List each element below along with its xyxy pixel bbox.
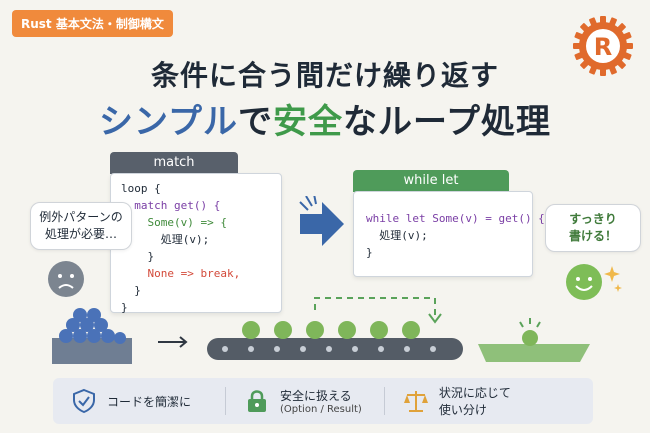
title-line-1: 条件に合う間だけ繰り返す	[150, 59, 499, 92]
feature-label: コードを簡潔に	[107, 394, 192, 409]
code-line: None => break,	[121, 267, 241, 280]
title-line-2: シンプルで安全なループ処理	[0, 94, 650, 143]
title-part-simple: シンプル	[99, 102, 238, 142]
divider	[225, 387, 227, 415]
code-line: while let Some(v) = get() {	[366, 212, 545, 225]
bubble-line: 例外パターンの	[39, 210, 123, 224]
sad-face-icon	[48, 261, 84, 297]
feature-sub: 使い分け	[438, 403, 487, 417]
small-arrow-icon	[158, 336, 188, 348]
feature-safe: 安全に扱える (Option / Result)	[226, 378, 362, 424]
rust-logo-icon: R	[573, 16, 633, 76]
code-line: }	[121, 301, 128, 314]
code-line: match get() {	[121, 199, 221, 212]
lock-icon	[248, 390, 267, 412]
conveyor-belt-illustration	[207, 297, 463, 360]
happy-face-icon	[566, 264, 622, 300]
while-let-tab-label: while let	[353, 170, 509, 192]
bubble-line: 書ける！	[568, 229, 617, 243]
feature-label: 安全に扱える	[280, 389, 352, 403]
right-arrow-icon	[299, 196, 344, 246]
while-let-code-block: while let Some(v) = get() { 処理(v);}	[353, 191, 545, 277]
code-line: Some(v) => {	[121, 216, 227, 229]
code-line: 処理(v);	[121, 233, 210, 246]
feature-bar: コードを簡潔に 安全に扱える (Option / Result) 状況に応じて …	[53, 378, 593, 424]
code-line: loop {	[121, 182, 161, 195]
speech-bubble-solution: すっきり 書ける！	[545, 204, 641, 252]
match-code-block: loop { match get() { Some(v) => { 処理(v);…	[110, 173, 282, 314]
rust-logo-letter: R	[594, 33, 612, 61]
feature-choose: 状況に応じて 使い分け	[385, 378, 511, 424]
code-line: }	[366, 246, 373, 259]
bubble-line: すっきり	[569, 212, 617, 226]
category-tag: Rust 基本文法・制御構文	[12, 10, 173, 37]
bubble-line: 処理が必要…	[44, 227, 117, 241]
code-line: }	[121, 284, 141, 297]
title-part-de: で	[238, 102, 273, 142]
code-line: 処理(v);	[366, 229, 428, 242]
title-part-safe: 安全	[273, 102, 343, 142]
ball-pile-illustration	[52, 308, 132, 364]
match-tab-label: match	[110, 152, 238, 174]
feature-sub: (Option / Result)	[280, 404, 362, 415]
speech-bubble-problem: 例外パターンの 処理が必要…	[30, 202, 132, 250]
code-line: }	[121, 250, 155, 263]
divider	[383, 387, 385, 415]
goal-platform-illustration	[478, 318, 590, 362]
feature-label: 状況に応じて	[438, 386, 511, 400]
feature-concise: コードを簡潔に	[53, 378, 191, 424]
title-part-loop: なループ処理	[343, 102, 551, 142]
shield-check-icon	[73, 388, 95, 414]
scale-icon	[403, 391, 428, 412]
